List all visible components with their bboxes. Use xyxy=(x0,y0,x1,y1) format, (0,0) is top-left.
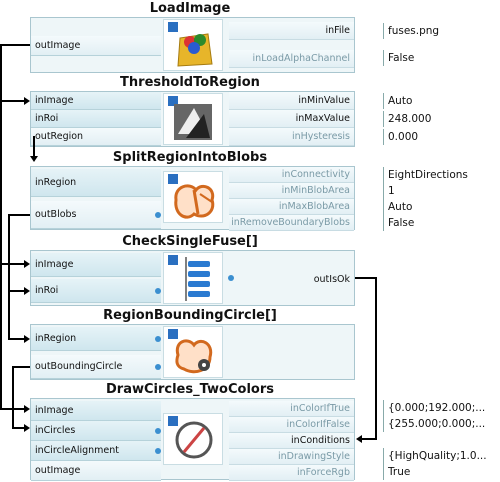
param-inremoveboundaryblobs[interactable]: inRemoveBoundaryBlobs xyxy=(229,215,354,231)
port-incirclealignment[interactable]: inCircleAlignment xyxy=(31,441,161,461)
value-inmaxblobarea[interactable]: Auto xyxy=(383,199,412,215)
param-incoloriftrue[interactable]: inColorIfTrue xyxy=(229,401,354,417)
port-outisok[interactable]: outIsOk xyxy=(313,274,350,285)
value-incoloriffalse[interactable]: {255.000;0.000;... xyxy=(383,416,485,432)
block-checksinglefuse[interactable]: inImage inRoi outIsOk xyxy=(30,250,355,306)
port-outregion[interactable]: outRegion xyxy=(31,128,161,146)
port-connector-dot xyxy=(155,428,161,434)
value-inforcergb[interactable]: True xyxy=(383,464,410,480)
value-inhysteresis[interactable]: 0.000 xyxy=(383,129,418,145)
port-connector-dot xyxy=(155,212,161,218)
port-inimage[interactable]: inImage xyxy=(31,92,161,110)
block-title-regionboundingcircle: RegionBoundingCircle[] xyxy=(103,308,277,323)
value-inloadalphachannel[interactable]: False xyxy=(383,50,414,66)
block-drawcircles-twocolors[interactable]: inImage inCircles inCircleAlignment outI… xyxy=(30,398,355,481)
port-inroi[interactable]: inRoi xyxy=(31,279,161,303)
param-inconditions[interactable]: inConditions xyxy=(229,433,354,449)
value-inminvalue[interactable]: Auto xyxy=(383,93,412,109)
port-connector-dot xyxy=(155,448,161,454)
region-gear-icon xyxy=(163,326,223,378)
port-connector-dot xyxy=(228,275,234,281)
blobs-icon xyxy=(163,171,223,223)
value-incoloriftrue[interactable]: {0.000;192.000;... xyxy=(383,400,485,416)
block-title-checksinglefuse: CheckSingleFuse[] xyxy=(122,234,258,249)
param-inforcergb[interactable]: inForceRgb xyxy=(229,465,354,481)
param-inloadalphachannel[interactable]: inLoadAlphaChannel xyxy=(229,50,354,68)
port-outboundingcircle[interactable]: outBoundingCircle xyxy=(31,355,161,379)
port-connector-dot xyxy=(155,364,161,370)
param-inmaxblobarea[interactable]: inMaxBlobArea xyxy=(229,199,354,215)
port-outimage[interactable]: outImage xyxy=(31,461,161,481)
port-inregion[interactable]: inRegion xyxy=(31,327,161,351)
param-incoloriffalse[interactable]: inColorIfFalse xyxy=(229,417,354,433)
port-inregion[interactable]: inRegion xyxy=(31,169,161,197)
block-regionboundingcircle[interactable]: inRegion outBoundingCircle xyxy=(30,324,355,380)
param-inhysteresis[interactable]: inHysteresis xyxy=(229,128,354,146)
block-title-thresholdtoregion: ThresholdToRegion xyxy=(120,75,260,90)
port-inimage[interactable]: inImage xyxy=(31,401,161,421)
port-outblobs[interactable]: outBlobs xyxy=(31,201,161,229)
port-inroi[interactable]: inRoi xyxy=(31,110,161,128)
block-loadimage[interactable]: outImage inFile inLoadAlphaChannel xyxy=(30,17,355,73)
value-indrawingstyle[interactable]: {HighQuality;1.0... xyxy=(383,448,487,464)
value-inconnectivity[interactable]: EightDirections xyxy=(383,167,468,183)
param-indrawingstyle[interactable]: inDrawingStyle xyxy=(229,449,354,465)
folder-icon xyxy=(163,19,223,71)
list-icon xyxy=(163,252,223,304)
param-inconnectivity[interactable]: inConnectivity xyxy=(229,167,354,183)
draw-circle-icon xyxy=(163,413,223,465)
param-infile[interactable]: inFile xyxy=(229,22,354,40)
param-inminvalue[interactable]: inMinValue xyxy=(229,92,354,110)
port-outimage[interactable]: outImage xyxy=(31,36,161,56)
block-title-drawcircles-twocolors: DrawCircles_TwoColors xyxy=(106,382,274,397)
block-thresholdtoregion[interactable]: inImage inRoi outRegion inMinValue inMax… xyxy=(30,91,355,147)
threshold-icon xyxy=(163,93,223,145)
value-inminblobarea[interactable]: 1 xyxy=(383,183,395,199)
port-incircles[interactable]: inCircles xyxy=(31,421,161,441)
param-inmaxvalue[interactable]: inMaxValue xyxy=(229,110,354,128)
block-title-splitregionintoblobs: SplitRegionIntoBlobs xyxy=(112,150,268,165)
port-connector-dot xyxy=(155,336,161,342)
port-inimage[interactable]: inImage xyxy=(31,253,161,277)
block-title-loadimage: LoadImage xyxy=(149,1,231,16)
value-infile[interactable]: fuses.png xyxy=(383,23,439,39)
param-inminblobarea[interactable]: inMinBlobArea xyxy=(229,183,354,199)
block-splitregionintoblobs[interactable]: inRegion outBlobs inConnectivity inMinBl… xyxy=(30,166,355,231)
port-connector-dot xyxy=(155,288,161,294)
value-inremoveboundaryblobs[interactable]: False xyxy=(383,215,414,231)
value-inmaxvalue[interactable]: 248.000 xyxy=(383,111,431,127)
